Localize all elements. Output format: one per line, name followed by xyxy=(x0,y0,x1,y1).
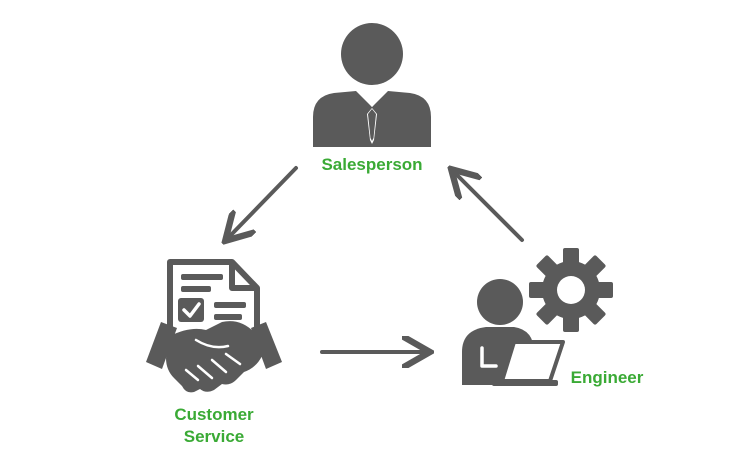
document-handshake-icon xyxy=(146,259,282,393)
arrow-engineer-to-salesperson xyxy=(454,172,524,242)
gear-icon xyxy=(529,248,613,332)
laptop-icon xyxy=(492,340,565,386)
customer-service-label-line-1: Customer xyxy=(174,405,254,424)
engineer-node: Engineer xyxy=(462,248,644,387)
salesperson-label: Salesperson xyxy=(321,155,422,174)
engineer-laptop-gear-icon xyxy=(462,248,613,386)
flow-arrows xyxy=(228,166,524,352)
customer-service-label-line-2: Service xyxy=(184,427,245,446)
arrow-salesperson-to-customer-service xyxy=(228,166,298,238)
checkmark-icon xyxy=(182,302,201,318)
salesperson-node: Salesperson xyxy=(313,23,431,174)
customer-service-node: Customer Service xyxy=(146,259,282,446)
engineer-label: Engineer xyxy=(571,368,644,387)
tie-detail xyxy=(359,92,385,144)
handshake-icon xyxy=(146,321,282,393)
